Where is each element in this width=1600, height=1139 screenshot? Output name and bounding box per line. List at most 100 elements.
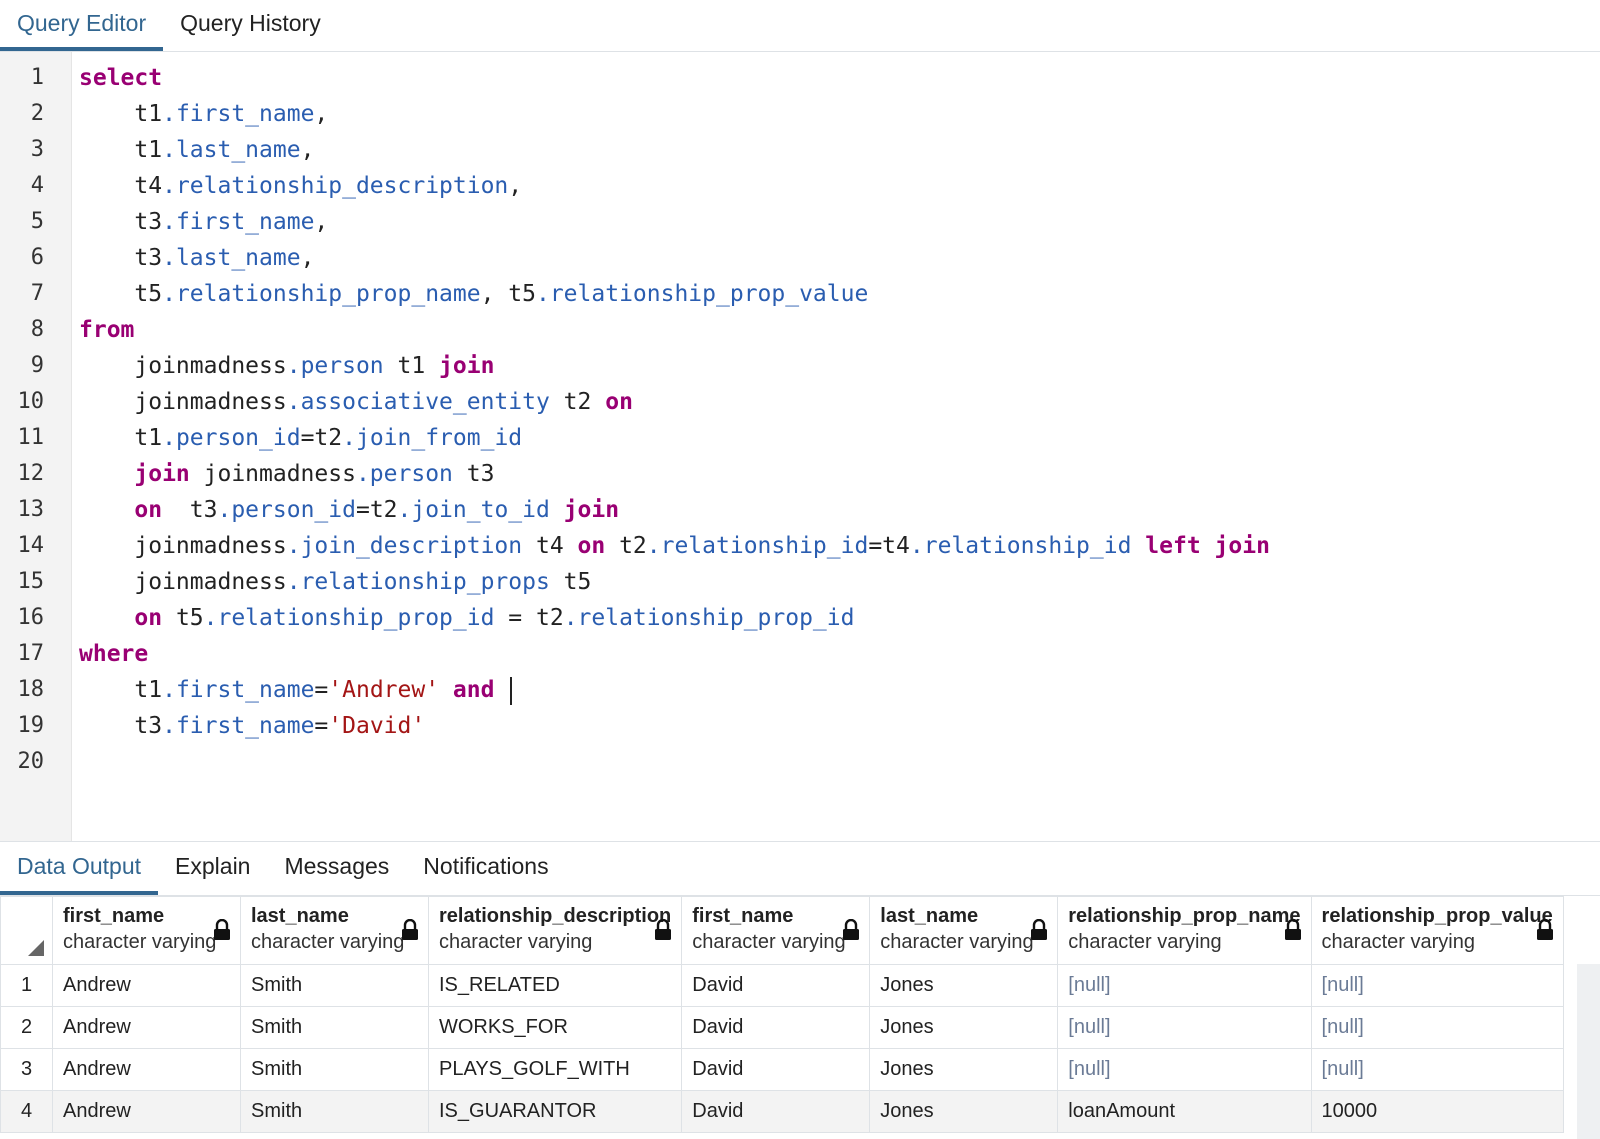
tab-query-history[interactable]: Query History <box>180 10 321 36</box>
table-cell[interactable]: David <box>681 1090 871 1133</box>
code-line[interactable]: 14 joinmadness.join_description t4 on t2… <box>0 528 1600 564</box>
line-text: t3.last_name, <box>44 240 314 276</box>
table-cell[interactable]: [null] <box>1310 1006 1564 1049</box>
row-number[interactable]: 4 <box>0 1090 53 1133</box>
select-all-corner[interactable] <box>0 896 53 965</box>
line-number: 9 <box>30 353 44 378</box>
code-line[interactable]: 20 <box>0 744 1600 780</box>
tab-messages[interactable]: Messages <box>284 853 390 879</box>
table-cell[interactable]: Jones <box>869 964 1059 1007</box>
tab-data-output[interactable]: Data Output <box>0 842 159 895</box>
sql-text <box>79 497 134 523</box>
table-cell[interactable]: IS_RELATED <box>427 964 683 1007</box>
table-cell[interactable]: David <box>681 964 871 1007</box>
code-line[interactable]: 11 t1.person_id=t2.join_from_id <box>0 420 1600 456</box>
table-cell[interactable]: Jones <box>869 1006 1059 1049</box>
column-type: character varying <box>1068 931 1222 953</box>
sql-identifier: .person_id <box>217 497 356 523</box>
table-cell[interactable]: [null] <box>1057 1048 1312 1091</box>
code-line[interactable]: 10 joinmadness.associative_entity t2 on <box>0 384 1600 420</box>
table-cell[interactable]: Andrew <box>52 964 241 1007</box>
sql-text: t1 <box>79 677 163 703</box>
line-text: from <box>44 312 134 348</box>
line-number: 16 <box>17 605 45 630</box>
sql-identifier: .join_description <box>286 533 523 559</box>
line-number: 15 <box>17 569 45 594</box>
table-cell[interactable]: 10000 <box>1310 1090 1564 1133</box>
table-cell[interactable]: WORKS_FOR <box>427 1006 683 1049</box>
sql-text: joinmadness <box>79 389 287 415</box>
code-line[interactable]: 6 t3.last_name, <box>0 240 1600 276</box>
table-cell[interactable]: Smith <box>240 964 429 1007</box>
sql-text: =t2 <box>355 497 398 523</box>
table-cell[interactable]: [null] <box>1057 1006 1312 1049</box>
lock-icon <box>212 918 232 941</box>
code-line[interactable]: 2 t1.first_name, <box>0 96 1600 132</box>
code-line[interactable]: 19 t3.first_name='David' <box>0 708 1600 744</box>
table-cell[interactable]: David <box>681 1006 871 1049</box>
table-cell[interactable]: [null] <box>1057 964 1312 1007</box>
sql-text: t5 <box>79 281 163 307</box>
code-line[interactable]: 7 t5.relationship_prop_name, t5.relation… <box>0 276 1600 312</box>
code-line[interactable]: 16 on t5.relationship_prop_id = t2.relat… <box>0 600 1600 636</box>
tab-explain[interactable]: Explain <box>175 853 251 879</box>
code-line[interactable]: 13 on t3.person_id=t2.join_to_id join <box>0 492 1600 528</box>
code-line[interactable]: 5 t3.first_name, <box>0 204 1600 240</box>
sql-text: , <box>300 137 315 163</box>
table-cell[interactable]: [null] <box>1310 964 1564 1007</box>
sql-text: t3 <box>79 245 163 271</box>
sql-text: t4 <box>522 533 578 559</box>
table-cell[interactable]: loanAmount <box>1057 1090 1312 1133</box>
tab-notifications[interactable]: Notifications <box>423 853 549 879</box>
table-cell[interactable]: Andrew <box>52 1048 241 1091</box>
table-cell[interactable]: Smith <box>240 1006 429 1049</box>
column-name: relationship_prop_value <box>1321 905 1553 927</box>
sql-identifier: .last_name <box>162 245 301 271</box>
code-line[interactable]: 4 t4.relationship_description, <box>0 168 1600 204</box>
column-type: character varying <box>439 931 593 953</box>
row-number[interactable]: 1 <box>0 964 53 1007</box>
table-cell[interactable]: Smith <box>240 1048 429 1091</box>
table-cell[interactable]: Jones <box>869 1090 1059 1133</box>
code-line[interactable]: 3 t1.last_name, <box>0 132 1600 168</box>
sql-text: = <box>314 677 329 703</box>
table-cell[interactable]: Andrew <box>52 1006 241 1049</box>
sql-keyword: on <box>134 605 163 631</box>
sql-text: = <box>314 713 329 739</box>
table-cell[interactable]: David <box>681 1048 871 1091</box>
row-number[interactable]: 3 <box>0 1048 53 1091</box>
sql-identifier: .join_from_id <box>342 425 523 451</box>
table-cell[interactable]: PLAYS_GOLF_WITH <box>427 1048 683 1091</box>
line-number: 20 <box>17 749 45 774</box>
sql-identifier: .first_name <box>162 209 315 235</box>
table-cell[interactable]: Andrew <box>52 1090 241 1133</box>
table-cell[interactable]: Smith <box>240 1090 429 1133</box>
code-line[interactable]: 12 join joinmadness.person t3 <box>0 456 1600 492</box>
code-line[interactable]: 18 t1.first_name='Andrew' and <box>0 672 1600 708</box>
table-cell[interactable]: IS_GUARANTOR <box>427 1090 683 1133</box>
vertical-scrollbar[interactable] <box>1577 964 1600 1139</box>
code-line[interactable]: 15 joinmadness.relationship_props t5 <box>0 564 1600 600</box>
table-cell[interactable]: [null] <box>1310 1048 1564 1091</box>
table-cell[interactable]: Jones <box>869 1048 1059 1091</box>
code-line[interactable]: 9 joinmadness.person t1 join <box>0 348 1600 384</box>
line-number-gutter <box>0 52 72 841</box>
row-number[interactable]: 2 <box>0 1006 53 1049</box>
tab-query-editor[interactable]: Query Editor <box>0 0 164 51</box>
